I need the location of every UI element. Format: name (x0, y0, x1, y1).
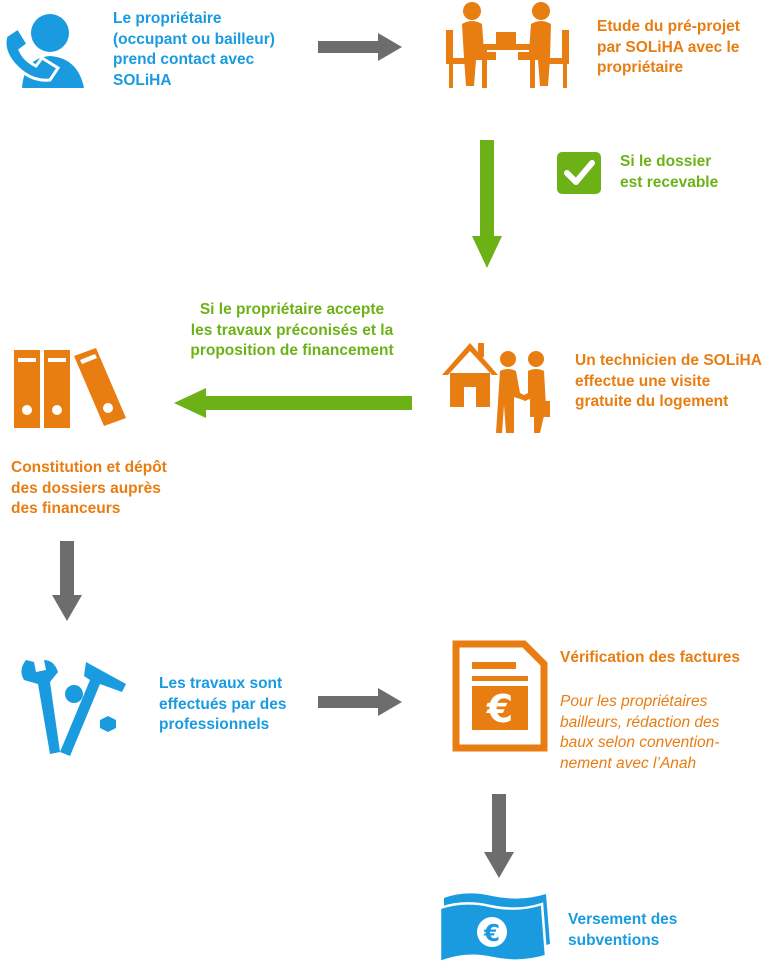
phone-contact-icon (3, 14, 84, 88)
banknote-euro-icon: € (438, 893, 550, 964)
check-icon (557, 152, 601, 194)
arrow-down-gray-2 (484, 794, 514, 878)
text-line: Pour les propriétaires (560, 693, 708, 710)
condition-recevable-text: Si le dossier est recevable (620, 152, 718, 193)
text-line: est recevable (620, 173, 719, 191)
step-verification-title: Vérification des factures (560, 649, 741, 666)
text-line: gratuite du logement (575, 393, 729, 410)
text-line: effectue une visite (575, 372, 711, 390)
text-line: baux selon convention- (560, 734, 720, 751)
meeting-desk-icon (446, 2, 569, 88)
tools-icon (21, 660, 126, 756)
text-line: bailleurs, rédaction des (560, 713, 720, 731)
binders-icon (14, 348, 126, 428)
text-line: des financeurs (11, 500, 121, 517)
text-line: propriétaire (597, 59, 684, 76)
text-line: des dossiers auprès (11, 479, 161, 497)
invoice-euro-icon: € (452, 640, 548, 752)
step-versement-text: Versement des subventions (568, 910, 677, 951)
arrow-left-green (174, 388, 412, 418)
text-line: subventions (568, 931, 660, 949)
step-dossiers-text: Constitution et dépôt des dossiers auprè… (11, 458, 167, 520)
text-line: effectués par des (159, 695, 287, 713)
arrow-down-green (472, 140, 502, 268)
text-line: Si le dossier (620, 153, 712, 170)
arrow-down-gray-1 (52, 541, 82, 621)
house-handshake-icon (442, 343, 550, 433)
step-contact-text: Le propriétaire (occupant ou bailleur) p… (113, 9, 275, 91)
text-line: Etude du pré-projet (597, 18, 740, 35)
step-travaux-text: Les travaux sont effectués par des profe… (159, 674, 287, 736)
svg-text:€: € (486, 687, 513, 731)
text-line: Le propriétaire (113, 10, 222, 27)
arrow-right-1 (318, 33, 402, 61)
text-line: Les travaux sont (159, 675, 283, 692)
step-etude-text: Etude du pré-projet par SOLiHA avec le p… (597, 17, 740, 79)
text-line: prend contact avec (113, 51, 255, 68)
svg-text:€: € (483, 921, 500, 947)
step-verification-note: Pour les propriétaires bailleurs, rédact… (560, 692, 719, 774)
condition-accepte-text: Si le propriétaire accepte les travaux p… (170, 300, 414, 362)
text-line: proposition de financement (190, 342, 394, 359)
text-line: nement avec l’Anah (560, 754, 697, 772)
text-line: (occupant ou bailleur) (113, 30, 275, 48)
text-line: Constitution et dépôt (11, 459, 167, 476)
text-line: SOLiHA (113, 71, 172, 89)
step-visite-text: Un technicien de SOLiHA effectue une vis… (575, 351, 762, 413)
text-line: par SOLiHA avec le (597, 38, 740, 56)
text-line: professionnels (159, 716, 270, 733)
arrow-right-2 (318, 688, 402, 716)
text-line: Un technicien de SOLiHA (575, 352, 762, 369)
text-line: Si le propriétaire accepte (199, 301, 385, 318)
text-line: les travaux préconisés et la (190, 321, 394, 339)
text-line: Versement des (568, 911, 678, 928)
